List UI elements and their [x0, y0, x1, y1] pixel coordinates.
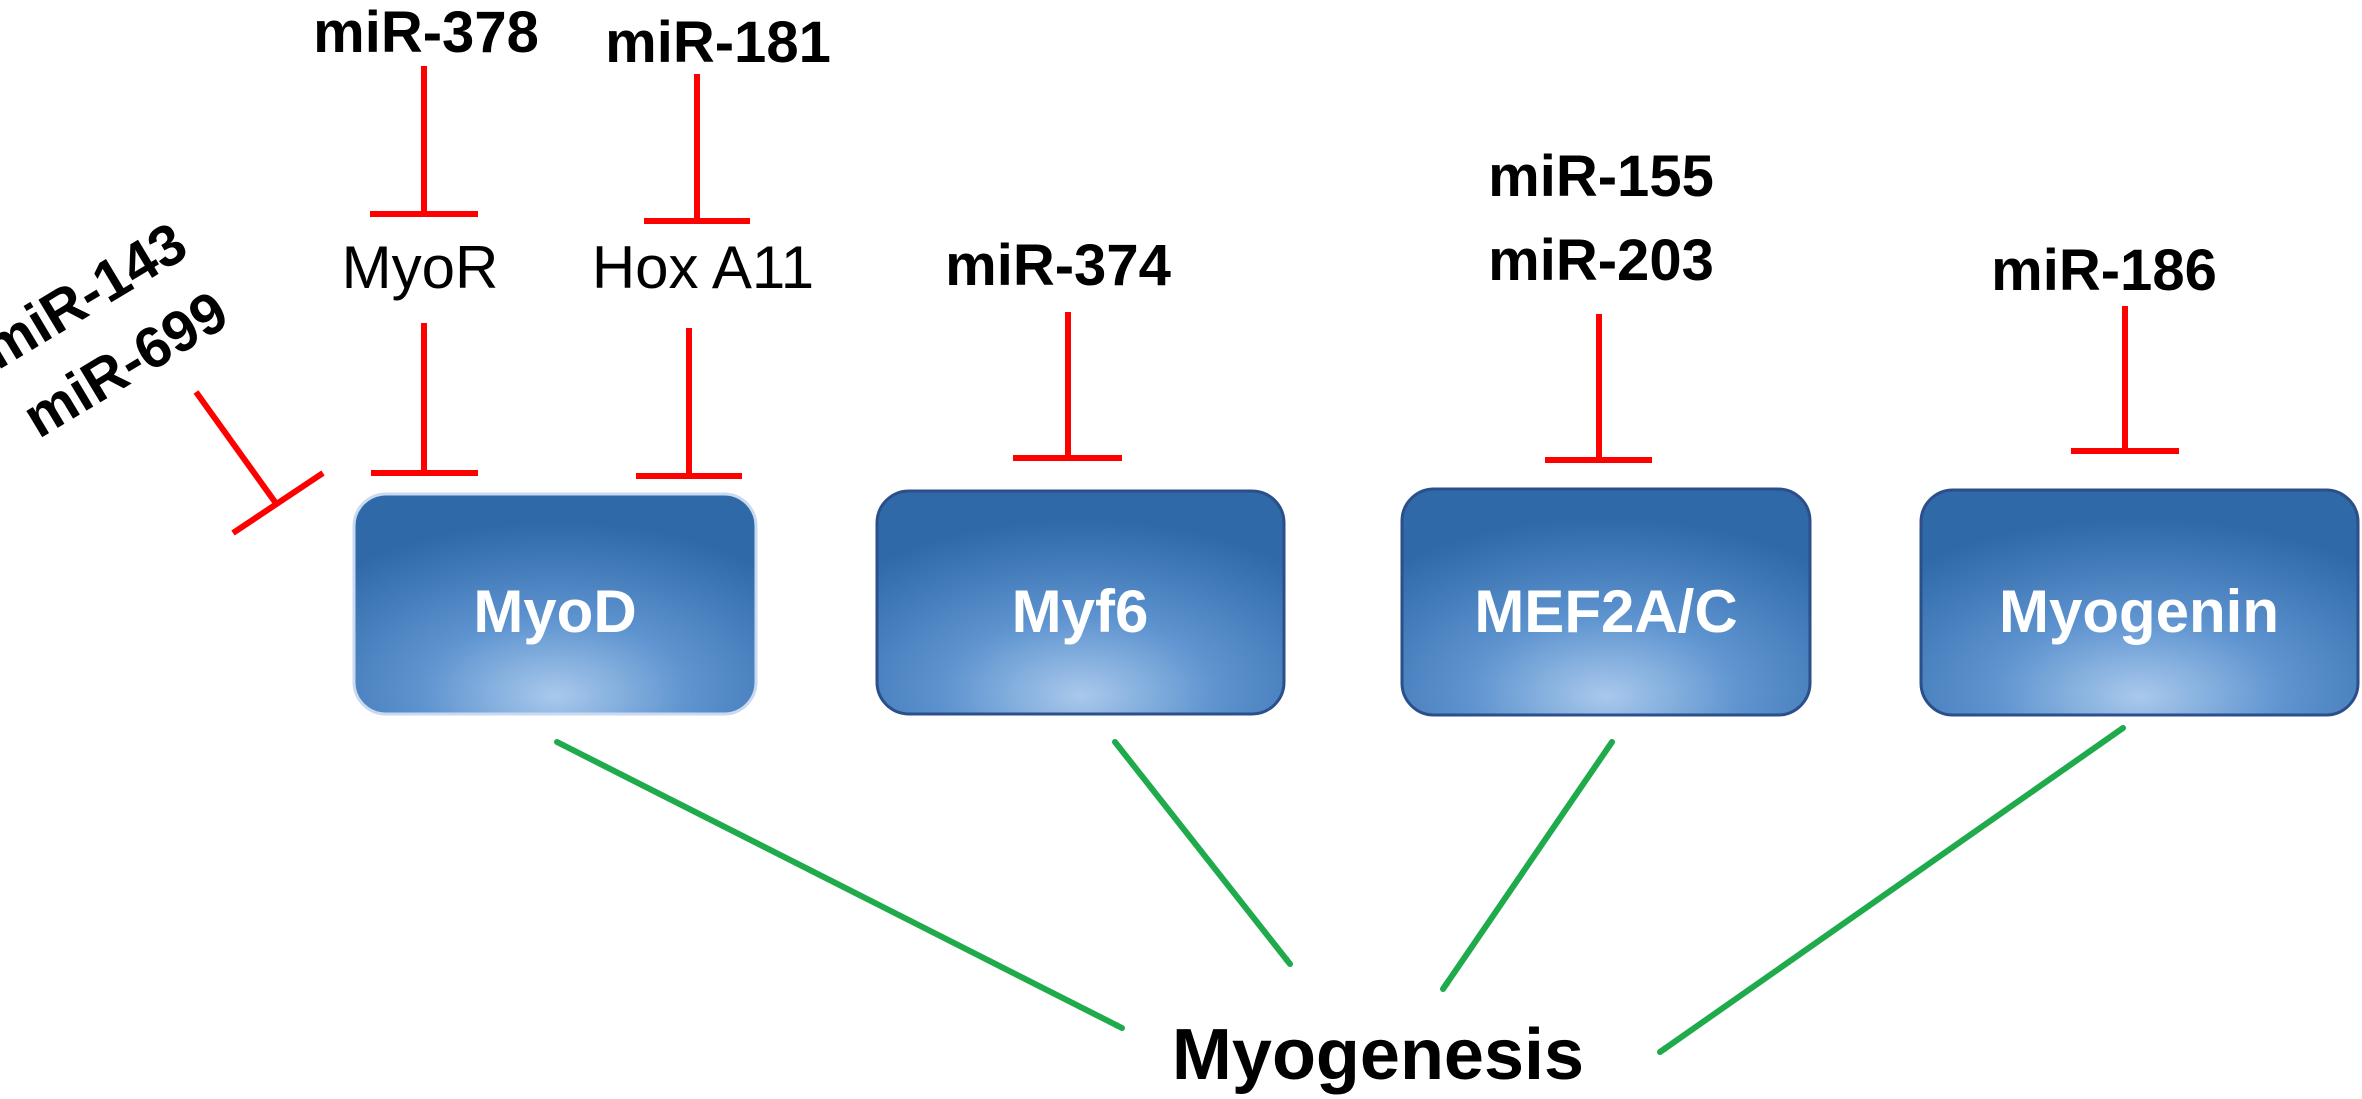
inhibit-mir155-mir203-mef2	[1545, 314, 1652, 463]
mir374-label: miR-374	[945, 233, 1171, 298]
mef2-box: MEF2A/C	[1400, 487, 1812, 717]
hoxa11-label: Hox A11	[592, 234, 814, 301]
myf6-label: Myf6	[1012, 578, 1149, 645]
arrow-myod-myogenesis	[554, 739, 1125, 1031]
myor-label: MyoR	[342, 234, 499, 301]
mir186-label: miR-186	[1991, 238, 2217, 303]
myogenin-box: Myogenin	[1919, 488, 2360, 717]
arrow-mef2-myogenesis	[1440, 739, 1615, 992]
mir203-label: miR-203	[1488, 228, 1714, 293]
myod-label: MyoD	[473, 578, 636, 645]
inhibit-hoxa11-myod	[636, 328, 742, 479]
mef2-label: MEF2A/C	[1474, 578, 1737, 645]
inhibit-myor-myod	[371, 323, 478, 476]
inhibit-mir181-hoxa11	[644, 74, 750, 224]
mir378-label: miR-378	[313, 0, 539, 65]
mir143-mir699-group: miR-143 miR-699	[0, 210, 239, 451]
arrow-myf6-myogenesis	[1112, 739, 1293, 967]
arrow-myogenin-myogenesis	[1657, 725, 2126, 1055]
myogenesis-label: Myogenesis	[1172, 1015, 1584, 1095]
myogenin-label: Myogenin	[1999, 578, 2279, 645]
mir181-label: miR-181	[605, 10, 831, 75]
inhibit-mir378-myor	[370, 66, 478, 217]
mir155-label: miR-155	[1488, 144, 1714, 209]
inhibit-mir186-myogenin	[2071, 306, 2179, 454]
myf6-box: Myf6	[875, 489, 1286, 716]
myod-box: MyoD	[352, 492, 758, 716]
inhibit-mir374-myf6	[1013, 312, 1122, 461]
inhibit-mir143-mir699-myod	[193, 390, 325, 536]
